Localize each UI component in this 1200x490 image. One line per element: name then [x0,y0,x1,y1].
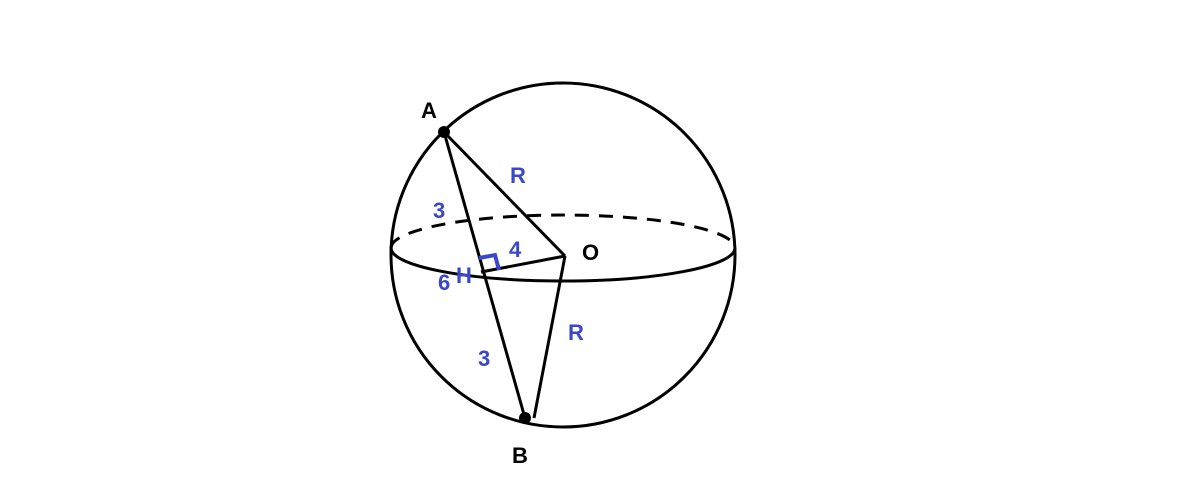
length-ah-label: 3 [433,198,445,223]
point-a-label: A [421,98,437,123]
length-ho-label: 4 [509,237,522,262]
right-angle-marker [478,252,501,271]
length-ab-label: 6 [438,270,450,295]
point-b-dot [519,412,531,424]
segment-ho [480,254,566,274]
equator-back-dashed [389,213,737,249]
length-ob-label: R [568,320,584,345]
length-hb-label: 3 [478,346,490,371]
segment-ob [532,255,567,419]
segment-ab [442,131,527,419]
point-b-label: B [512,443,528,468]
sphere-outline [389,81,737,429]
length-oa-label: R [510,163,526,188]
point-o-label: O [582,240,599,265]
point-h-label: H [456,263,472,288]
equator-front [389,247,737,283]
point-a-dot [438,126,450,138]
segment-ao [442,130,567,258]
